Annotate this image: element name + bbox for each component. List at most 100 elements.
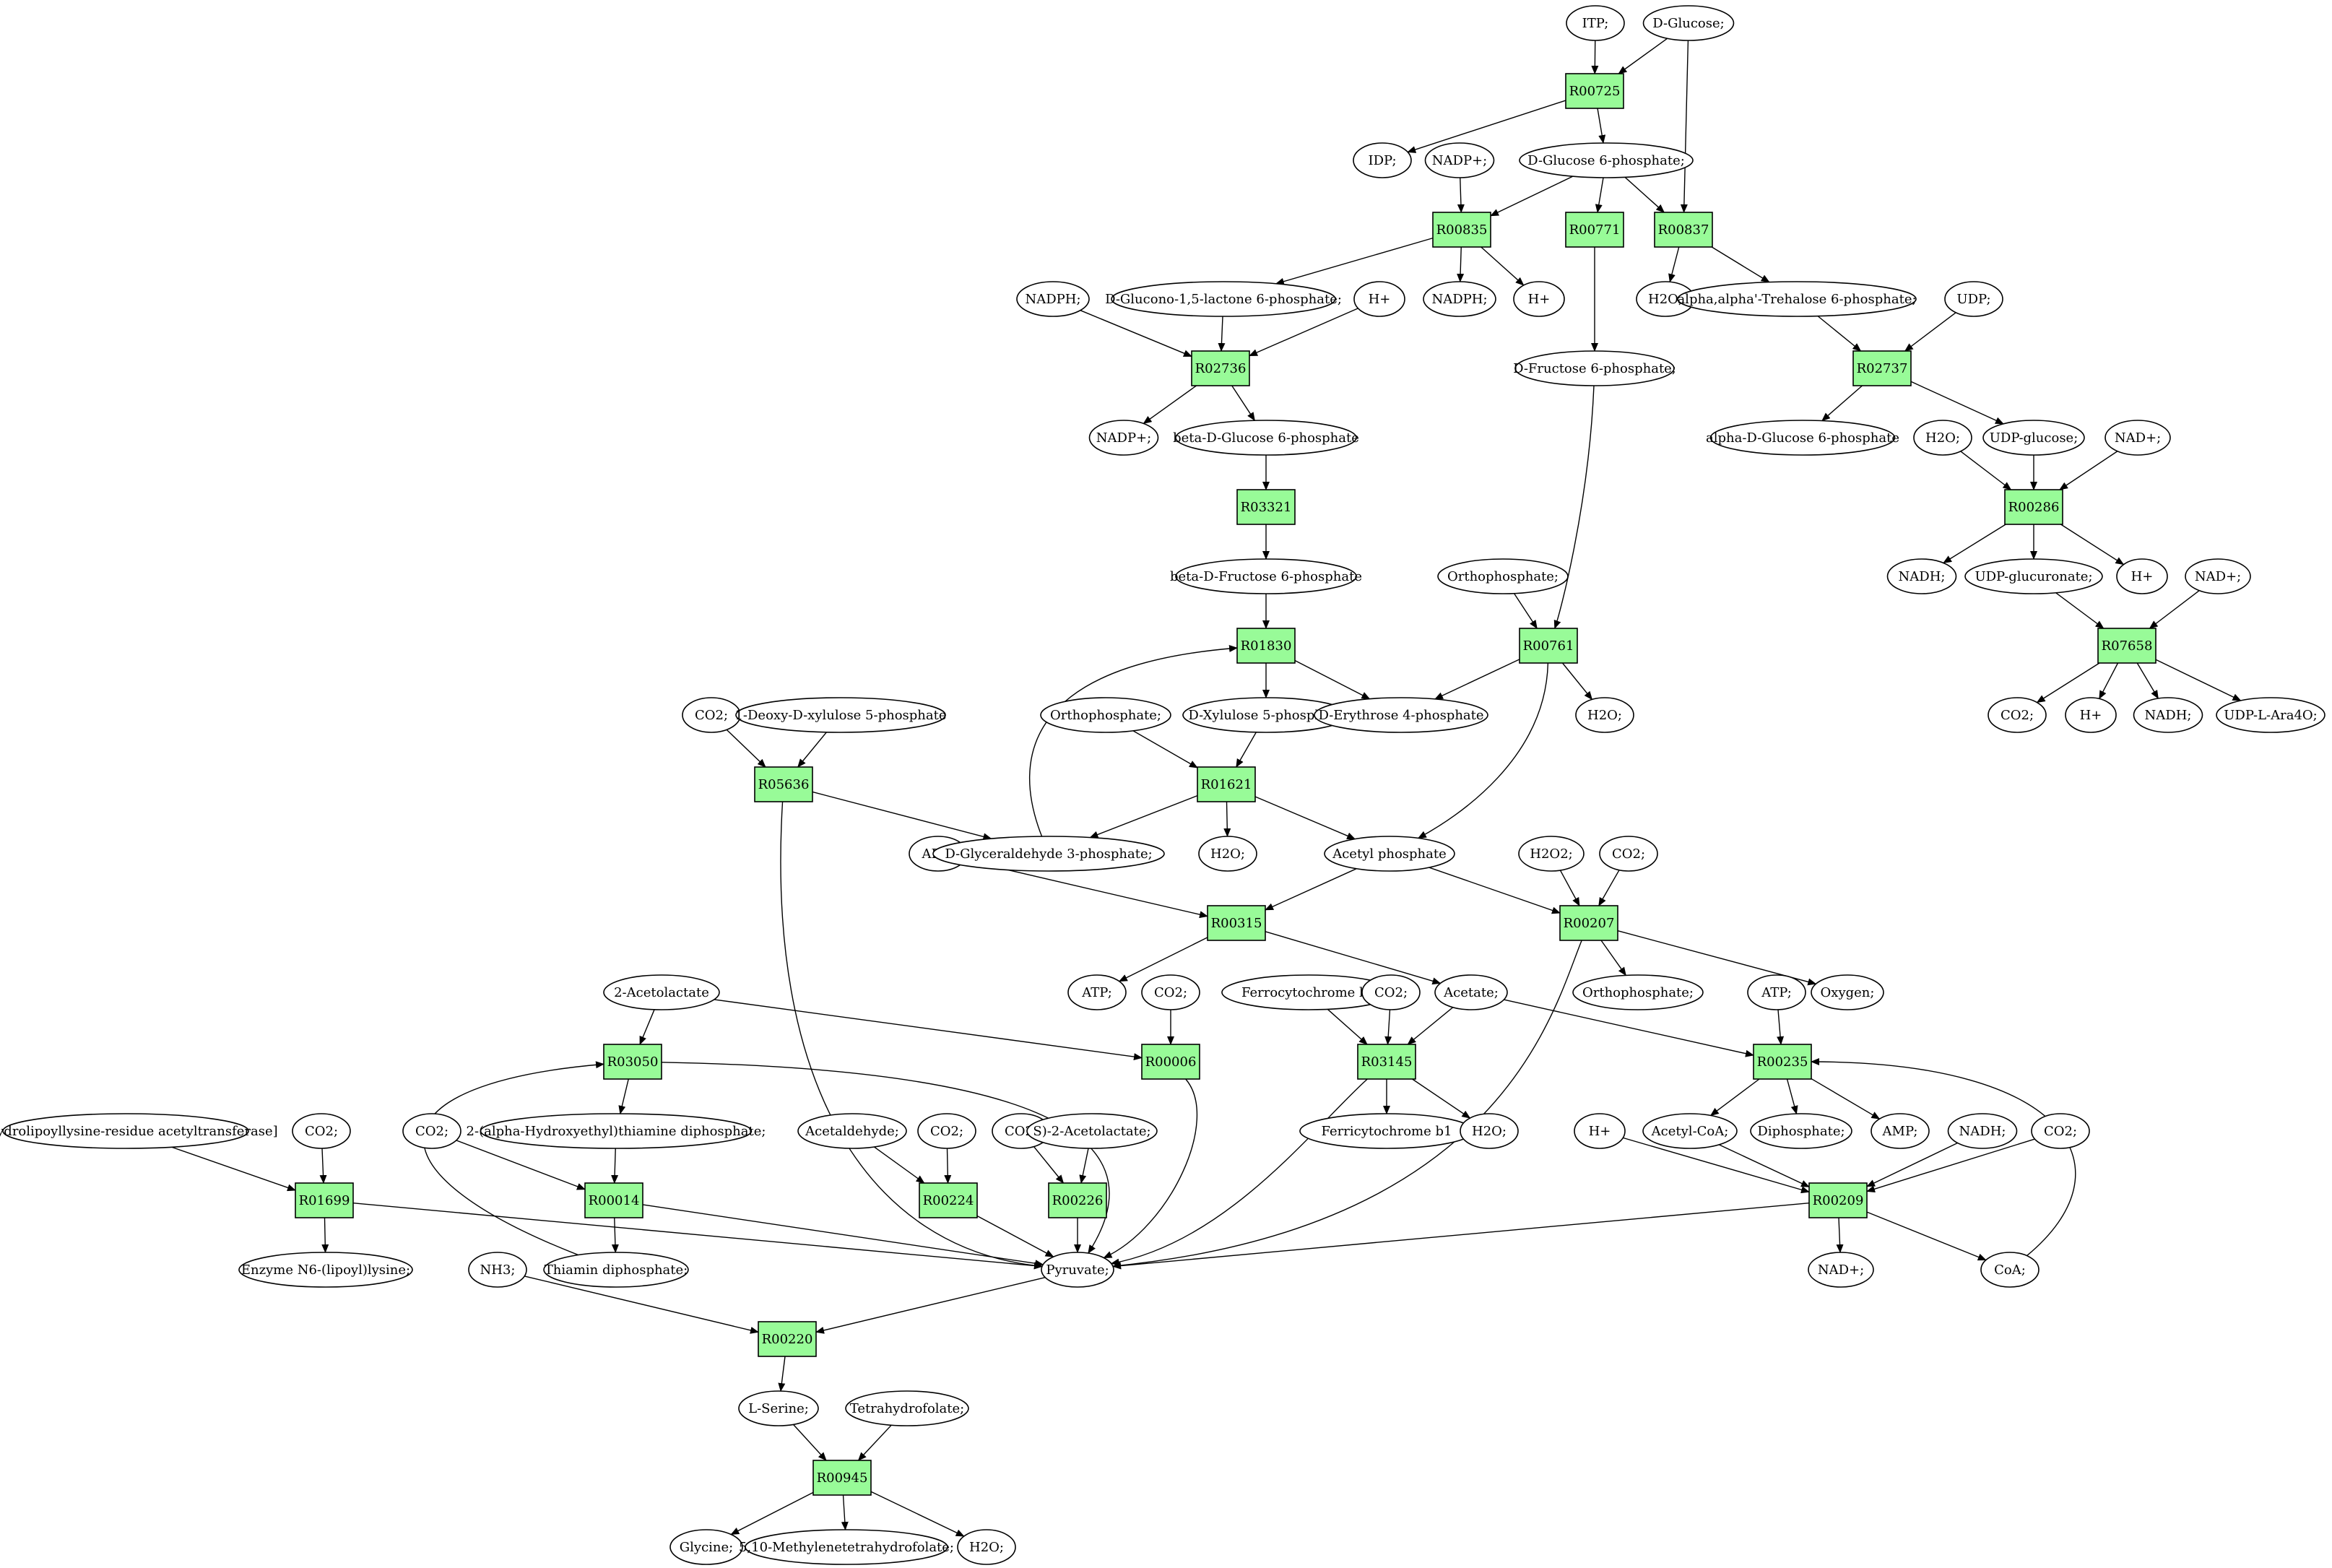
reaction-node-R00945[interactable]: R00945 [812,1460,872,1496]
metabolite-node-nadh1[interactable]: NADH; [1886,558,1957,594]
metabolite-node-udpgluc[interactable]: UDP-glucuronate; [1964,558,2103,594]
reaction-node-R01621[interactable]: R01621 [1197,766,1256,802]
reaction-node-R00220[interactable]: R00220 [758,1321,817,1357]
reaction-node-R00235[interactable]: R00235 [1753,1044,1812,1080]
metabolite-node-acetate[interactable]: Acetate; [1434,974,1508,1010]
metabolite-node-h2[interactable]: H+ [1513,281,1565,317]
reaction-node-R00226[interactable]: R00226 [1048,1182,1107,1218]
reaction-node-R03321[interactable]: R03321 [1236,489,1296,525]
metabolite-node-co2j[interactable]: CO2; [2031,1113,2090,1149]
reaction-node-R00224[interactable]: R00224 [919,1182,978,1218]
metabolite-node-mthf[interactable]: 5,10-Methylenetetrahydrofolate; [739,1529,954,1565]
metabolite-node-gly[interactable]: Glycine; [669,1529,743,1565]
reaction-node-R03145[interactable]: R03145 [1357,1044,1416,1080]
metabolite-node-bf6p[interactable]: beta-D-Fructose 6-phosphate [1170,558,1362,594]
metabolite-node-ferri[interactable]: Ferricytochrome b1 [1299,1113,1474,1149]
metabolite-node-itp[interactable]: ITP; [1566,5,1625,41]
metabolite-node-idp[interactable]: IDP; [1353,142,1412,178]
metabolite-node-ser[interactable]: L-Serine; [738,1390,819,1426]
metabolite-node-hetpp[interactable]: 2-(alpha-Hydroxyethyl)thiamine diphospha… [467,1113,766,1149]
metabolite-node-lip[interactable]: Enzyme N6-(lipoyl)lysine; [238,1252,413,1288]
metabolite-node-ag6p[interactable]: alpha-D-Glucose 6-phosphate [1706,420,1899,456]
metabolite-node-g6p[interactable]: D-Glucose 6-phosphate; [1519,142,1694,178]
metabolite-node-h2o4[interactable]: H2O; [1198,836,1257,872]
metabolite-node-nadph1[interactable]: NADPH; [1016,281,1090,317]
reaction-node-R00761[interactable]: R00761 [1519,628,1578,664]
metabolite-node-orth3[interactable]: Orthophosphate; [1572,974,1704,1010]
metabolite-node-co2d[interactable]: CO2; [1141,974,1200,1010]
metabolite-node-co2h[interactable]: CO2; [917,1113,976,1149]
metabolite-node-nadp2[interactable]: NADP+; [1088,420,1159,456]
metabolite-node-udpara[interactable]: UDP-L-Ara4O; [2216,697,2326,733]
reaction-node-R00014[interactable]: R00014 [584,1182,643,1218]
metabolite-node-accoa[interactable]: Acetyl-CoA; [1642,1113,1738,1149]
metabolite-node-acp[interactable]: Acetyl phosphate [1324,836,1455,872]
metabolite-node-nad1[interactable]: NAD+; [2105,420,2171,456]
metabolite-node-glaclac[interactable]: D-Glucono-1,5-lactone 6-phosphate; [1105,281,1342,317]
metabolite-node-h2o1[interactable]: H2O; [1636,281,1695,317]
metabolite-node-udp[interactable]: UDP; [1944,281,2003,317]
metabolite-node-udpglc[interactable]: UDP-glucose; [1982,420,2085,456]
reaction-node-R00725[interactable]: R00725 [1565,73,1624,109]
metabolite-node-orth2[interactable]: Orthophosphate; [1040,697,1171,733]
metabolite-node-e4p[interactable]: D-Erythrose 4-phosphate [1314,697,1488,733]
reaction-node-R01830[interactable]: R01830 [1236,628,1296,664]
metabolite-node-tpp[interactable]: Thiamin diphosphate; [543,1252,689,1288]
metabolite-node-co2c[interactable]: CO2; [1599,836,1658,872]
metabolite-node-co2f[interactable]: CO2; [292,1113,351,1149]
metabolite-node-atp1[interactable]: ATP; [1067,974,1127,1010]
metabolite-node-oxy[interactable]: Oxygen; [1811,974,1884,1010]
metabolite-node-orth1[interactable]: Orthophosphate; [1437,558,1569,594]
metabolite-node-h4[interactable]: H+ [2065,697,2117,733]
reaction-node-R00837[interactable]: R00837 [1654,212,1713,248]
metabolite-node-amp[interactable]: AMP; [1871,1113,1930,1149]
metabolite-node-ppi[interactable]: Diphosphate; [1750,1113,1852,1149]
metabolite-node-dxp[interactable]: 1-Deoxy-D-xylulose 5-phosphate [734,697,947,733]
metabolite-node-co2b[interactable]: CO2; [1988,697,2047,733]
metabolite-node-h2o2[interactable]: H2O; [1913,420,1972,456]
metabolite-node-nadh2[interactable]: NADH; [2133,697,2203,733]
metabolite-node-xu5p[interactable]: D-Xylulose 5-phosphate [1182,697,1350,733]
metabolite-node-gap[interactable]: D-Glyceraldehyde 3-phosphate; [932,836,1165,872]
reaction-node-R01699[interactable]: R01699 [295,1182,354,1218]
metabolite-node-h5[interactable]: H+ [1574,1113,1626,1149]
metabolite-node-h2o6[interactable]: H2O; [957,1529,1016,1565]
reaction-node-R00286[interactable]: R00286 [2004,489,2063,525]
reaction-node-R05636[interactable]: R05636 [754,766,813,802]
metabolite-node-h2o5[interactable]: H2O; [1460,1113,1519,1149]
metabolite-node-f6p[interactable]: D-Fructose 6-phosphate; [1513,350,1676,386]
metabolite-node-thf[interactable]: Tetrahydrofolate; [845,1390,969,1426]
metabolite-node-nad2[interactable]: NAD+; [2185,558,2251,594]
reaction-node-R07658[interactable]: R07658 [2097,628,2157,664]
reaction-node-R00315[interactable]: R00315 [1207,905,1266,941]
metabolite-node-acl[interactable]: 2-Acetolactate [603,974,720,1010]
metabolite-node-acald[interactable]: Acetaldehyde; [797,1113,907,1149]
reaction-node-R02736[interactable]: R02736 [1191,350,1250,386]
metabolite-node-bg6p[interactable]: beta-D-Glucose 6-phosphate [1173,420,1359,456]
metabolite-node-atp2[interactable]: ATP; [1747,974,1806,1010]
metabolite-node-glc[interactable]: D-Glucose; [1642,5,1735,41]
metabolite-node-co2e[interactable]: CO2; [1361,974,1421,1010]
reaction-node-R00771[interactable]: R00771 [1565,212,1624,248]
reaction-node-R03050[interactable]: R03050 [603,1044,662,1080]
metabolite-node-co2a[interactable]: CO2; [682,697,741,733]
metabolite-node-nadp1[interactable]: NADP+; [1424,142,1495,178]
metabolite-node-nadph2[interactable]: NADPH; [1423,281,1496,317]
metabolite-node-h1[interactable]: H+ [1353,281,1405,317]
metabolite-node-pyr[interactable]: Pyruvate; [1041,1252,1114,1288]
metabolite-node-h2o3[interactable]: H2O; [1575,697,1634,733]
metabolite-node-h2o2x[interactable]: H2O2; [1518,836,1585,872]
metabolite-node-nad3[interactable]: NAD+; [1808,1252,1874,1288]
metabolite-node-coa[interactable]: CoA; [1980,1252,2040,1288]
metabolite-node-dlat[interactable]: Dihydrolipoyllysine-residue acetyltransf… [0,1113,278,1149]
reaction-node-R00006[interactable]: R00006 [1141,1044,1200,1080]
reaction-node-R02737[interactable]: R02737 [1852,350,1912,386]
metabolite-node-ferro[interactable]: Ferrocytochrome b1 [1221,974,1396,1010]
metabolite-node-treh[interactable]: alpha,alpha'-Trehalose 6-phosphate; [1677,281,1917,317]
reaction-node-R00207[interactable]: R00207 [1559,905,1618,941]
reaction-node-R00209[interactable]: R00209 [1808,1182,1868,1218]
metabolite-node-co2g[interactable]: CO2; [402,1113,461,1149]
metabolite-node-h3[interactable]: H+ [2116,558,2168,594]
metabolite-node-nadh3[interactable]: NADH; [1947,1113,2018,1149]
metabolite-node-sacl[interactable]: S)-2-Acetolactate; [1026,1113,1158,1149]
